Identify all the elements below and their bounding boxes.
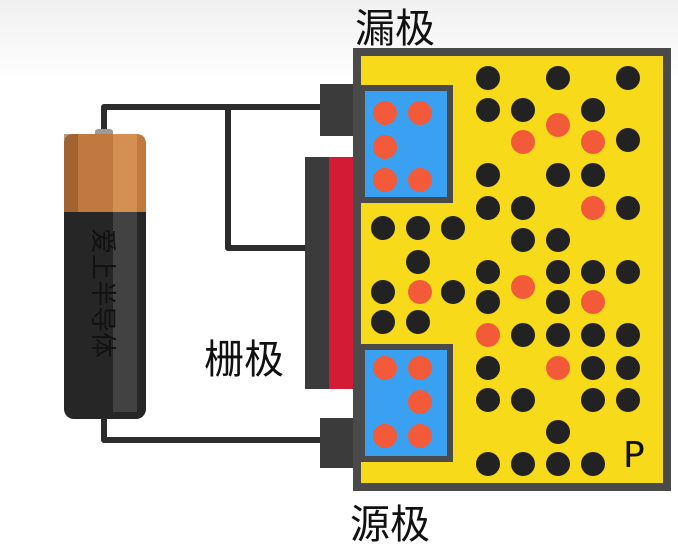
hole-dot	[581, 388, 605, 412]
substrate-type-label: P	[623, 435, 645, 476]
electron-dot	[373, 424, 397, 448]
gate-label: 栅极	[204, 337, 284, 383]
electron-dot	[373, 356, 397, 380]
battery: 爱上半导体	[64, 129, 146, 419]
hole-dot	[546, 420, 570, 444]
hole-dot	[476, 196, 500, 220]
hole-dot	[511, 388, 535, 412]
gate-stack	[305, 157, 355, 389]
hole-dot	[546, 260, 570, 284]
hole-dot	[511, 98, 535, 122]
hole-dot	[581, 356, 605, 380]
electron-dot	[581, 130, 605, 154]
hole-dot	[581, 98, 605, 122]
gate-dielectric	[329, 157, 355, 389]
electron-dot	[476, 323, 500, 347]
drain-contact	[320, 84, 354, 136]
circuit-wires	[101, 104, 330, 443]
hole-dot	[476, 388, 500, 412]
hole-dot	[546, 452, 570, 476]
wire-drain-to-gate	[225, 104, 313, 251]
electron-dot	[373, 135, 397, 159]
hole-dot	[406, 216, 430, 240]
battery-body-highlight	[113, 212, 137, 412]
electron-dot	[581, 290, 605, 314]
hole-dot	[581, 452, 605, 476]
electron-dot	[373, 168, 397, 192]
hole-dot	[441, 216, 465, 240]
hole-dot	[371, 216, 395, 240]
hole-dot	[476, 356, 500, 380]
hole-dot	[546, 290, 570, 314]
hole-dot	[406, 250, 430, 274]
hole-dot	[616, 388, 640, 412]
hole-dot	[476, 66, 500, 90]
hole-dot	[406, 310, 430, 334]
wire-battery-top-to-drain	[101, 104, 330, 138]
hole-dot	[616, 323, 640, 347]
hole-dot	[511, 323, 535, 347]
battery-cap-highlight	[113, 134, 137, 212]
electron-dot	[373, 101, 397, 125]
gate-metal	[305, 157, 329, 389]
electron-dot	[408, 424, 432, 448]
wire-battery-bottom-to-source	[101, 412, 330, 443]
hole-dot	[546, 228, 570, 252]
hole-dot	[616, 260, 640, 284]
hole-dot	[511, 228, 535, 252]
hole-dot	[476, 290, 500, 314]
electron-dot	[408, 356, 432, 380]
electron-dot	[408, 280, 432, 304]
electrons-group	[373, 101, 605, 448]
source-label: 源极	[350, 502, 430, 548]
electron-dot	[546, 113, 570, 137]
source-contact	[320, 418, 354, 468]
electron-dot	[511, 275, 535, 299]
holes-group	[371, 66, 640, 476]
electron-dot	[581, 196, 605, 220]
hole-dot	[616, 66, 640, 90]
hole-dot	[476, 452, 500, 476]
hole-dot	[581, 323, 605, 347]
hole-dot	[371, 310, 395, 334]
electron-dot	[408, 168, 432, 192]
hole-dot	[441, 280, 465, 304]
hole-dot	[616, 356, 640, 380]
hole-dot	[546, 163, 570, 187]
hole-dot	[511, 196, 535, 220]
electron-dot	[511, 130, 535, 154]
electron-dot	[408, 390, 432, 414]
hole-dot	[616, 128, 640, 152]
hole-dot	[581, 163, 605, 187]
hole-dot	[511, 452, 535, 476]
drain-label: 漏极	[355, 6, 435, 52]
hole-dot	[476, 163, 500, 187]
hole-dot	[581, 260, 605, 284]
hole-dot	[546, 323, 570, 347]
hole-dot	[371, 280, 395, 304]
hole-dot	[476, 260, 500, 284]
hole-dot	[476, 98, 500, 122]
hole-dot	[616, 196, 640, 220]
battery-label: 爱上半导体	[87, 228, 117, 358]
electron-dot	[546, 356, 570, 380]
electron-dot	[408, 101, 432, 125]
battery-cap-shade	[64, 134, 78, 212]
hole-dot	[546, 66, 570, 90]
